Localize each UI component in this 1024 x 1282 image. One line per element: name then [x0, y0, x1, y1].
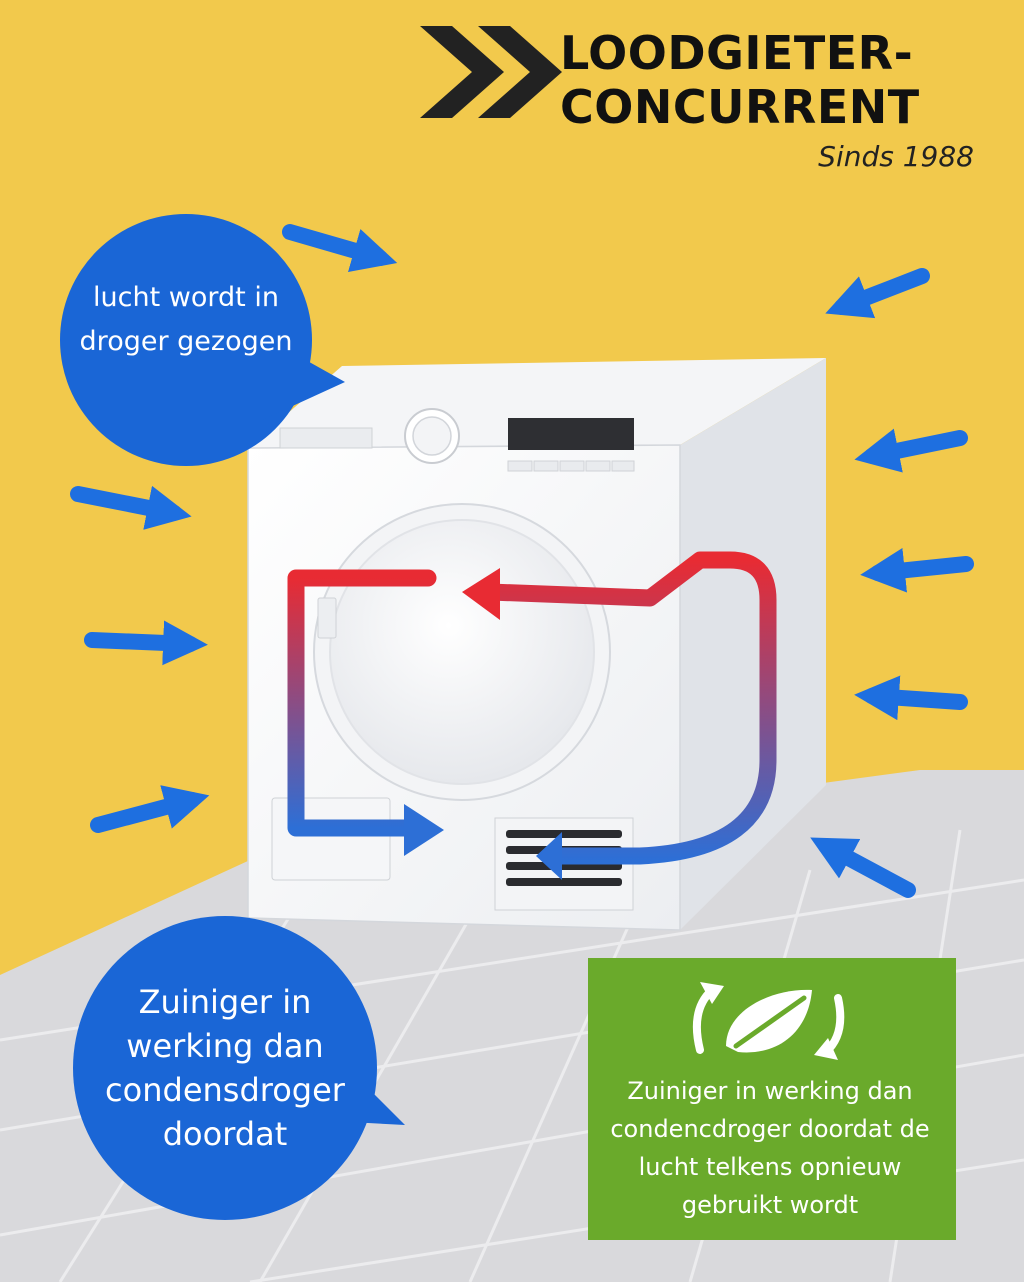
detergent-drawer	[279, 427, 373, 449]
info-box-text: Zuiniger in werking dan condencdroger do…	[610, 1077, 930, 1219]
intake-arrow	[854, 428, 968, 473]
intake-arrow	[854, 675, 968, 721]
dryer-buttons	[507, 460, 635, 472]
logo-wordmark-line-2: CONCURRENT	[560, 80, 920, 134]
intake-arrow	[860, 547, 974, 593]
airflow-circuit	[287, 551, 777, 880]
speech-bubble-efficiency	[73, 916, 405, 1220]
intake-arrow	[90, 785, 210, 833]
double-chevron-icon	[420, 26, 562, 118]
speech-bubble-intake	[60, 214, 345, 466]
intake-arrow	[70, 485, 192, 530]
airflow-left-arrowhead	[404, 804, 444, 856]
intake-arrows	[70, 224, 974, 898]
airflow-top-arrowhead	[462, 568, 500, 620]
efficiency-bubble-text: Zuiniger in werking dan condensdroger do…	[105, 983, 345, 1153]
intake-arrow	[825, 268, 930, 319]
airflow-left-loop	[287, 569, 437, 837]
dryer-program-knob	[404, 408, 460, 464]
dryer	[247, 358, 826, 931]
dryer-top	[248, 358, 826, 448]
dryer-side	[680, 358, 826, 930]
dryer-display	[508, 418, 634, 450]
intake-arrow	[84, 620, 208, 666]
intake-bubble-text: lucht wordt in droger gezogen	[79, 282, 293, 357]
intake-arrow	[282, 224, 398, 273]
logo-tagline: Sinds 1988	[818, 140, 974, 173]
airflow-right-loop	[481, 551, 777, 865]
leaf-recycle-icon	[692, 982, 845, 1060]
door-handle	[317, 597, 337, 639]
logo-wordmark-line-1: LOODGIETER-	[560, 26, 914, 80]
intake-arrow	[810, 837, 916, 898]
dryer-door-glass	[329, 519, 595, 785]
airflow-vent-arrowhead	[536, 832, 562, 880]
